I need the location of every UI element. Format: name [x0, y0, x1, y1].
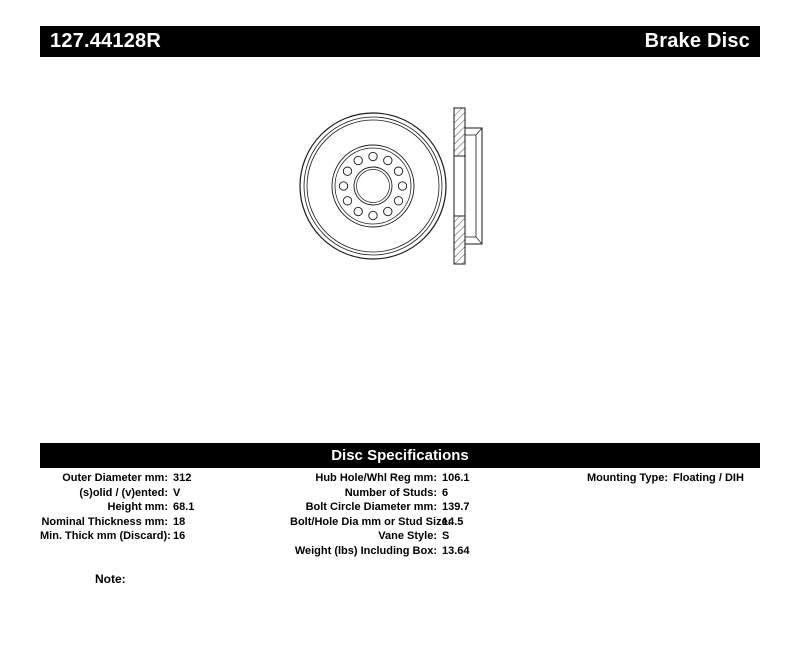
spec-value-outer-diameter: 312 [173, 472, 192, 484]
spec-value-weight: 13.64 [442, 544, 470, 557]
spec-value-min-thick: 16 [173, 530, 186, 543]
note-label: Note: [95, 572, 126, 586]
spec-value-bolt-circle-diameter: 139.7 [442, 501, 470, 514]
spec-label-weight: Weight (lbs) Including Box: [294, 544, 437, 557]
spec-label-number-of-studs: Number of Studs: [344, 486, 437, 499]
spec-label-height: Height mm: [107, 501, 169, 514]
spec-value-hub-hole: 106.1 [442, 472, 470, 484]
brake-disc-drawing-svg [299, 107, 483, 265]
brake-disc-side-view [453, 107, 483, 265]
spec-value-solid-vented: V [173, 486, 181, 499]
spec-section-bar: Disc Specifications [40, 443, 760, 468]
spec-value-bolt-hole-dia: 14.5 [442, 515, 464, 528]
spec-label-mounting-type: Mounting Type: [586, 472, 668, 484]
spec-label-min-thick: Min. Thick mm (Discard): [40, 530, 171, 543]
spec-label-outer-diameter: Outer Diameter mm: [62, 472, 168, 484]
spec-column-right: Mounting Type: Floating / DIH [555, 471, 744, 486]
spec-column-left: Outer Diameter mm: 312 (s)olid / (v)ente… [40, 471, 194, 544]
spec-value-vane-style: S [442, 530, 450, 543]
product-name: Brake Disc [644, 30, 750, 52]
spec-column-middle: Hub Hole/Whl Reg mm: 106.1 Number of Stu… [290, 471, 470, 559]
spec-value-mounting-type: Floating / DIH [673, 472, 744, 484]
spec-label-nominal-thickness: Nominal Thickness mm: [41, 515, 168, 528]
spec-label-bolt-circle-diameter: Bolt Circle Diameter mm: [305, 501, 437, 514]
part-number: 127.44128R [50, 30, 161, 52]
spec-label-bolt-hole-dia: Bolt/Hole Dia mm or Stud Size: [290, 515, 452, 528]
spec-label-vane-style: Vane Style: [378, 530, 437, 543]
spec-value-height: 68.1 [173, 501, 195, 514]
brake-disc-drawing [288, 98, 503, 280]
spec-value-nominal-thickness: 18 [173, 515, 186, 528]
header-bar: 127.44128R Brake Disc [40, 26, 760, 57]
spec-label-solid-vented: (s)olid / (v)ented: [79, 486, 168, 499]
brake-disc-front-view [299, 112, 447, 260]
spec-value-number-of-studs: 6 [442, 486, 449, 499]
spec-section-title: Disc Specifications [331, 447, 469, 464]
spec-label-hub-hole: Hub Hole/Whl Reg mm: [315, 472, 437, 484]
